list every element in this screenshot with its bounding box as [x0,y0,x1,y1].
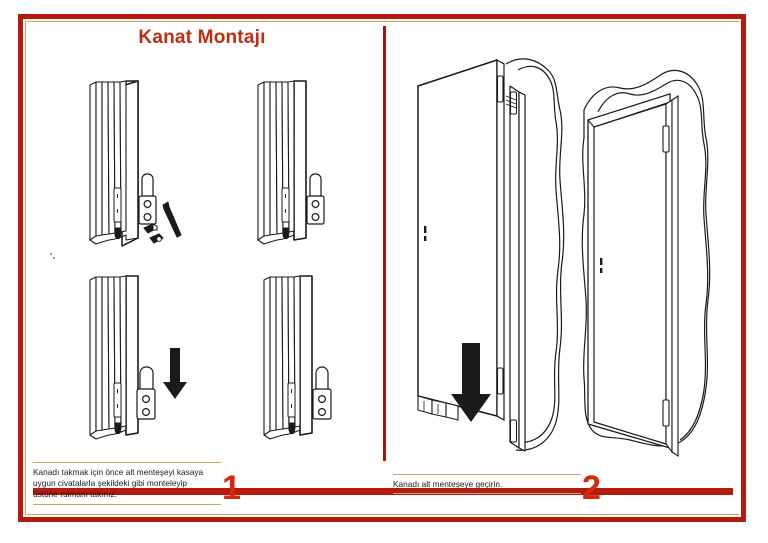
bottom-accent-bar [33,488,733,495]
caption-block-step-2: Kanadı alt menteşeye geçirin. [393,474,581,495]
panel-divider [383,26,386,461]
page-title: Kanat Montajı [138,27,266,48]
step-number-2: 2 [582,469,601,507]
caption-rule-bottom [393,493,581,495]
decorative-inner-border-top [25,21,739,22]
caption-rule-bottom [33,503,221,505]
down-arrow-icon [451,343,491,422]
caption-rule-top [33,462,221,463]
step-number-1: 1 [222,469,241,507]
caption-block-step-1: Kanadı takmak için önce alt menteşeyi ka… [33,462,221,505]
figure-door-installed-in-wall-opening [558,48,738,463]
figure-door-leaf-lowering-into-frame [398,48,583,463]
figure-frame-post-bearing-insert-arrow [82,273,202,453]
figure-frame-post-with-loose-bolts-and-wrench [82,78,202,258]
down-arrow-icon [163,348,187,399]
caption-text-step-2: Kanadı alt menteşeye geçirin. [393,479,503,489]
figure-frame-post-with-hinge-bolted [250,78,370,258]
stray-speck [50,253,52,255]
stray-speck [53,257,55,259]
figure-frame-post-bearing-installed [250,273,370,453]
caption-text-step-1: Kanadı takmak için önce alt menteşeyi ka… [33,467,204,500]
caption-rule-top [393,474,581,475]
